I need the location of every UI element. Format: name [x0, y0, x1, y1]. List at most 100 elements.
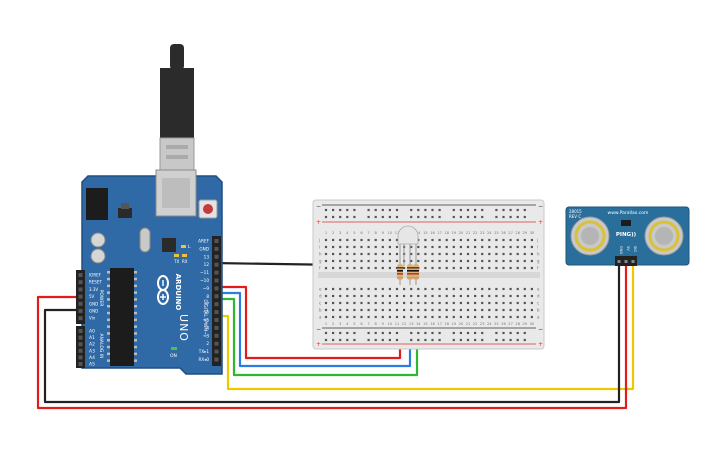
breadboard-hole[interactable]: [374, 287, 377, 291]
breadboard-hole[interactable]: [417, 259, 420, 263]
rail-hole[interactable]: [395, 331, 399, 335]
digital-pin[interactable]: [214, 246, 219, 251]
breadboard-hole[interactable]: [360, 315, 363, 319]
breadboard-hole[interactable]: [495, 301, 498, 305]
analog-pin[interactable]: [78, 362, 83, 366]
breadboard-hole[interactable]: [424, 252, 427, 256]
rail-hole[interactable]: [452, 208, 455, 212]
rail-hole[interactable]: [332, 331, 335, 335]
breadboard-hole[interactable]: [481, 238, 484, 242]
breadboard-hole[interactable]: [346, 245, 349, 249]
breadboard-hole[interactable]: [530, 308, 533, 312]
rail-hole[interactable]: [466, 208, 470, 212]
breadboard-hole[interactable]: [395, 315, 399, 319]
rail-hole[interactable]: [367, 208, 370, 212]
digital-pin[interactable]: [214, 278, 219, 283]
rail-hole[interactable]: [495, 331, 498, 335]
wire-black-gnd[interactable]: [43, 266, 621, 404]
rail-hole[interactable]: [388, 338, 391, 342]
breadboard-hole[interactable]: [353, 266, 356, 270]
breadboard-hole[interactable]: [438, 287, 441, 291]
rail-hole[interactable]: [495, 338, 498, 342]
breadboard-hole[interactable]: [509, 315, 512, 319]
breadboard-hole[interactable]: [495, 238, 498, 242]
breadboard-hole[interactable]: [324, 294, 328, 298]
breadboard-hole[interactable]: [353, 301, 356, 305]
breadboard-hole[interactable]: [360, 252, 363, 256]
breadboard-hole[interactable]: [495, 308, 498, 312]
rail-hole[interactable]: [424, 338, 427, 342]
breadboard-hole[interactable]: [466, 287, 470, 291]
breadboard-hole[interactable]: [346, 266, 349, 270]
breadboard-hole[interactable]: [360, 308, 363, 312]
breadboard-hole[interactable]: [431, 259, 434, 263]
rail-hole[interactable]: [353, 338, 356, 342]
breadboard-hole[interactable]: [403, 294, 406, 298]
rail-hole[interactable]: [523, 338, 526, 342]
rail-hole[interactable]: [367, 215, 370, 219]
breadboard-hole[interactable]: [324, 245, 328, 249]
resistor-blue[interactable]: [407, 262, 413, 285]
breadboard-hole[interactable]: [509, 266, 512, 270]
breadboard-hole[interactable]: [452, 315, 455, 319]
breadboard-hole[interactable]: [459, 266, 462, 270]
breadboard-hole[interactable]: [523, 259, 526, 263]
digital-pin[interactable]: [214, 302, 219, 307]
rail-hole[interactable]: [353, 331, 356, 335]
breadboard-hole[interactable]: [509, 252, 512, 256]
rail-hole[interactable]: [410, 215, 413, 219]
digital-pin[interactable]: [214, 357, 219, 362]
resistor-red[interactable]: [397, 262, 403, 285]
rail-hole[interactable]: [509, 215, 512, 219]
breadboard-hole[interactable]: [481, 287, 484, 291]
breadboard-hole[interactable]: [523, 238, 526, 242]
breadboard-hole[interactable]: [374, 238, 377, 242]
breadboard-hole[interactable]: [346, 252, 349, 256]
breadboard-hole[interactable]: [388, 266, 391, 270]
breadboard-hole[interactable]: [332, 259, 335, 263]
resistor-green[interactable]: [413, 262, 419, 285]
breadboard-hole[interactable]: [395, 294, 399, 298]
breadboard-hole[interactable]: [374, 315, 377, 319]
rail-hole[interactable]: [431, 331, 434, 335]
breadboard-hole[interactable]: [360, 259, 363, 263]
breadboard-hole[interactable]: [530, 294, 533, 298]
breadboard-hole[interactable]: [452, 238, 455, 242]
digital-pin[interactable]: [214, 270, 219, 275]
breadboard-hole[interactable]: [488, 238, 491, 242]
breadboard-hole[interactable]: [466, 252, 470, 256]
breadboard-hole[interactable]: [324, 266, 328, 270]
breadboard-hole[interactable]: [452, 252, 455, 256]
rail-hole[interactable]: [523, 215, 526, 219]
rail-hole[interactable]: [474, 215, 477, 219]
breadboard-hole[interactable]: [346, 315, 349, 319]
rail-hole[interactable]: [452, 331, 455, 335]
rail-hole[interactable]: [324, 338, 328, 342]
breadboard-hole[interactable]: [474, 301, 477, 305]
breadboard-hole[interactable]: [395, 252, 399, 256]
breadboard-hole[interactable]: [339, 287, 342, 291]
rail-hole[interactable]: [424, 208, 427, 212]
breadboard-hole[interactable]: [417, 315, 420, 319]
breadboard-hole[interactable]: [360, 238, 363, 242]
breadboard-hole[interactable]: [481, 294, 484, 298]
breadboard-hole[interactable]: [388, 308, 391, 312]
power-pin[interactable]: [78, 301, 83, 306]
breadboard-hole[interactable]: [403, 315, 406, 319]
breadboard-hole[interactable]: [374, 301, 377, 305]
breadboard-hole[interactable]: [523, 252, 526, 256]
rail-hole[interactable]: [367, 331, 370, 335]
breadboard-hole[interactable]: [509, 308, 512, 312]
breadboard-hole[interactable]: [438, 301, 441, 305]
breadboard-hole[interactable]: [424, 287, 427, 291]
breadboard-hole[interactable]: [417, 252, 420, 256]
rail-hole[interactable]: [324, 215, 328, 219]
breadboard-hole[interactable]: [438, 252, 441, 256]
breadboard-hole[interactable]: [381, 287, 384, 291]
breadboard-hole[interactable]: [381, 294, 384, 298]
breadboard-hole[interactable]: [474, 252, 477, 256]
breadboard-hole[interactable]: [516, 238, 519, 242]
rail-hole[interactable]: [417, 338, 420, 342]
rail-hole[interactable]: [332, 208, 335, 212]
breadboard-hole[interactable]: [367, 315, 370, 319]
